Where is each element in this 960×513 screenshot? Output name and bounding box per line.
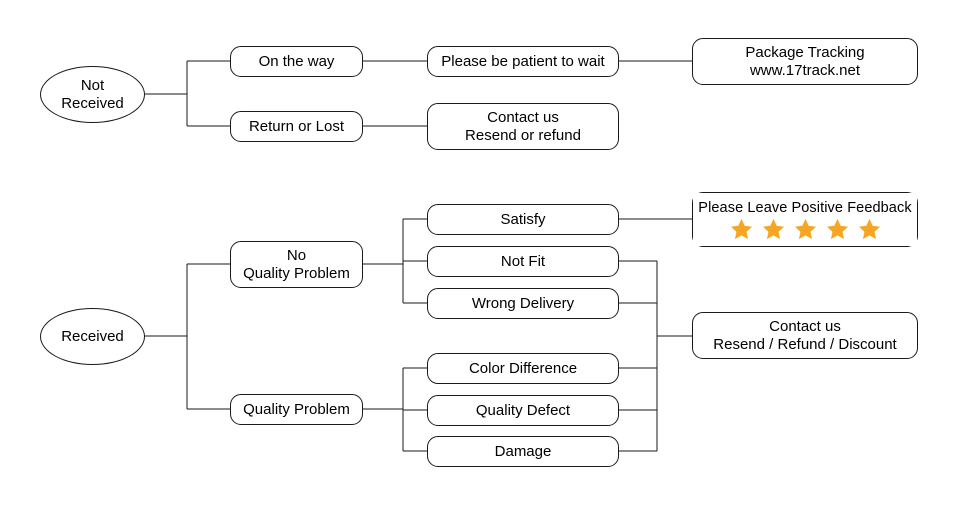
node-satisfy[interactable]: Satisfy: [427, 204, 619, 235]
node-no-quality-problem[interactable]: No Quality Problem: [230, 241, 363, 288]
node-quality-problem[interactable]: Quality Problem: [230, 394, 363, 425]
node-color-difference[interactable]: Color Difference: [427, 353, 619, 384]
star-icon[interactable]: [857, 217, 882, 242]
node-not-received[interactable]: Not Received: [40, 66, 145, 123]
node-contact-us-resend-or-refund[interactable]: Contact us Resend or refund: [427, 103, 619, 150]
node-damage[interactable]: Damage: [427, 436, 619, 467]
node-wrong-delivery[interactable]: Wrong Delivery: [427, 288, 619, 319]
node-quality-defect[interactable]: Quality Defect: [427, 395, 619, 426]
node-not-fit[interactable]: Not Fit: [427, 246, 619, 277]
node-contact-us-resend-refund-discount[interactable]: Contact us Resend / Refund / Discount: [692, 312, 918, 359]
node-received[interactable]: Received: [40, 308, 145, 365]
node-please-be-patient-to-wait[interactable]: Please be patient to wait: [427, 46, 619, 77]
star-rating[interactable]: [729, 217, 882, 242]
star-icon[interactable]: [729, 217, 754, 242]
star-icon[interactable]: [761, 217, 786, 242]
node-on-the-way[interactable]: On the way: [230, 46, 363, 77]
feedback-inner-panel: Please Leave Positive Feedback: [693, 193, 917, 246]
node-return-or-lost[interactable]: Return or Lost: [230, 111, 363, 142]
feedback-box[interactable]: Please Leave Positive Feedback: [692, 192, 918, 247]
node-package-tracking[interactable]: Package Tracking www.17track.net: [692, 38, 918, 85]
star-icon[interactable]: [793, 217, 818, 242]
feedback-label: Please Leave Positive Feedback: [698, 199, 912, 216]
star-icon[interactable]: [825, 217, 850, 242]
